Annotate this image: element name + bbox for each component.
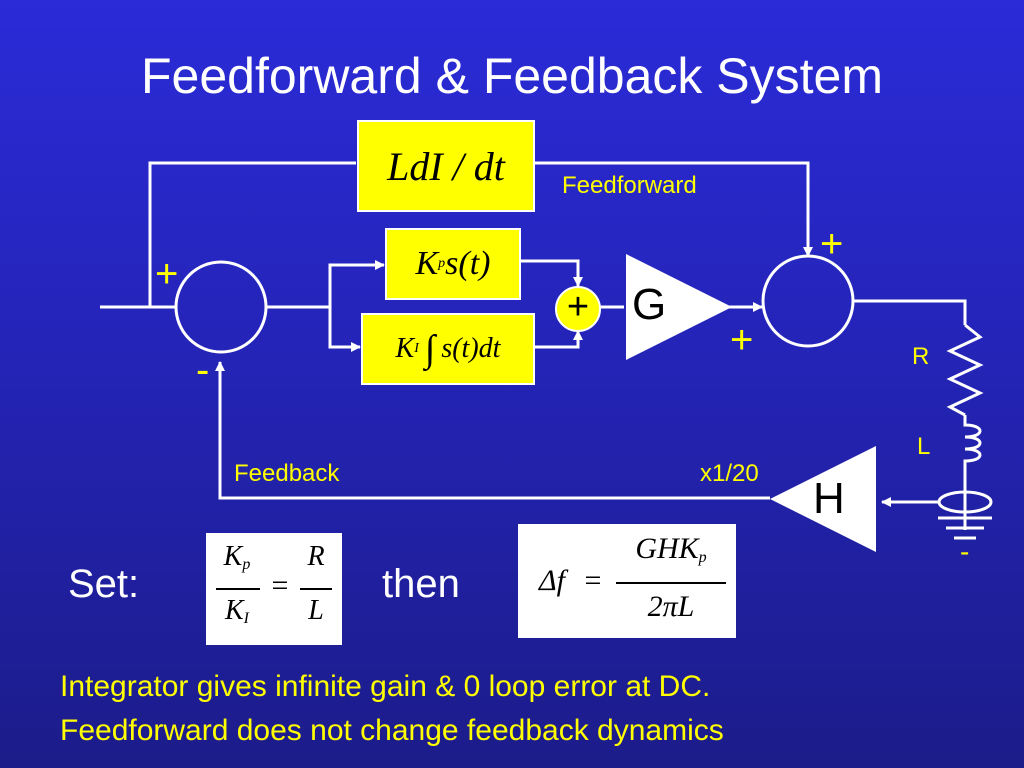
inductor-icon <box>963 415 982 478</box>
amplifier-g-label: G <box>632 280 667 329</box>
feedforward-label: Feedforward <box>562 172 697 199</box>
slide-title: Feedforward & Feedback System <box>141 48 883 104</box>
ki-symbol: K <box>395 333 415 364</box>
integral-arg: s(t)dt <box>441 333 501 364</box>
resistor-icon <box>946 323 984 417</box>
fraction-bar <box>216 588 260 590</box>
feedforward-block-text: LdI / dt <box>387 143 505 189</box>
right-bottom-plus-sign: + <box>730 318 754 362</box>
amplifier-g-triangle <box>626 254 732 360</box>
set-label: Set: <box>68 562 140 606</box>
ki-subscript: I <box>414 341 419 356</box>
feedforward-in-line <box>148 161 356 307</box>
ratio-equation-box: Kp KI = R L <box>206 533 342 645</box>
p-out-line <box>518 259 583 287</box>
feedback-label: Feedback <box>234 460 340 487</box>
r-numerator: R <box>307 541 325 572</box>
left-minus-sign: - <box>196 348 210 392</box>
inductor-label: L <box>917 433 931 460</box>
integral-sign: ∫ <box>424 328 436 370</box>
left-plus-sign: + <box>155 252 179 296</box>
fraction-bar <box>300 588 332 590</box>
equals-sign: = <box>271 569 289 602</box>
delta-f: Δf <box>539 564 565 597</box>
load-line <box>853 299 967 325</box>
note-integrator: Integrator gives infinite gain & 0 loop … <box>60 670 711 703</box>
proportional-arg: s(t) <box>445 245 491 282</box>
ki-denominator: KI <box>224 595 249 627</box>
scale-label: x1/20 <box>700 460 759 487</box>
pi-summing-junction <box>555 286 601 332</box>
left-summing-junction <box>174 260 268 354</box>
sensor-h-triangle <box>770 446 876 552</box>
i-branch-line <box>328 307 361 352</box>
p-branch-line <box>328 260 385 307</box>
kp-subscript: p <box>438 256 446 271</box>
feedback-line <box>215 361 770 500</box>
kp-numerator: Kp <box>223 541 251 573</box>
resistor-label: R <box>912 343 930 370</box>
ground-minus-sign: - <box>960 536 970 567</box>
l-denominator: L <box>308 595 324 626</box>
right-summing-junction <box>761 254 855 348</box>
sensor-h-label: H <box>813 474 845 523</box>
kp-symbol: K <box>415 245 439 282</box>
frequency-equation-box: Δf = GHKp 2πL <box>518 524 736 638</box>
feedforward-block: LdI / dt <box>357 120 535 212</box>
then-label: then <box>382 562 460 606</box>
feedforward-out-line <box>534 161 813 257</box>
pi-sum-plus: + <box>566 286 590 328</box>
equals-sign: = <box>584 564 602 597</box>
fraction-bar <box>616 582 726 584</box>
i-out-line <box>532 330 583 349</box>
note-feedforward: Feedforward does not change feedback dyn… <box>60 714 724 747</box>
two-pi-l-denominator: 2πL <box>647 590 695 623</box>
ghk-numerator: GHKp <box>635 532 707 566</box>
right-top-plus-sign: + <box>820 222 844 266</box>
